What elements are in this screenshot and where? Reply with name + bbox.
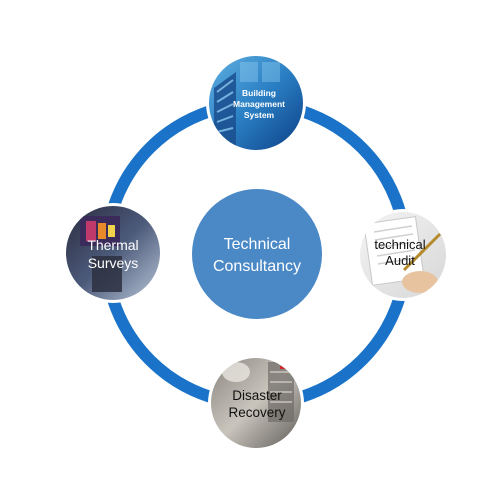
node-thermal-surveys: Thermal Surveys — [63, 203, 163, 303]
center-label-line1: Technical — [224, 236, 291, 253]
center-label-line2: Consultancy — [213, 258, 301, 275]
audit-label-line2: Audit — [385, 253, 415, 268]
center-node: Technical Consultancy — [192, 189, 322, 319]
audit-label-line1: technical — [374, 237, 425, 252]
disaster-label-line1: Disaster — [232, 388, 282, 403]
node-technical-audit: technical Audit — [357, 209, 449, 301]
node-building-management-system: Building Management System — [206, 53, 306, 153]
disaster-label-line2: Recovery — [228, 405, 285, 420]
thermal-label-line2: Surveys — [88, 255, 139, 271]
hand-icon — [402, 271, 438, 293]
pen-icon — [402, 232, 442, 272]
thermal-label-line1: Thermal — [87, 237, 138, 253]
building-label-line3: System — [244, 110, 275, 120]
clipboard-icon — [363, 216, 425, 286]
building-label-line2: Management — [233, 99, 285, 109]
building-label-line1: Building — [242, 88, 276, 98]
center-circle — [192, 189, 322, 319]
node-disaster-recovery: Disaster Recovery — [208, 355, 304, 451]
